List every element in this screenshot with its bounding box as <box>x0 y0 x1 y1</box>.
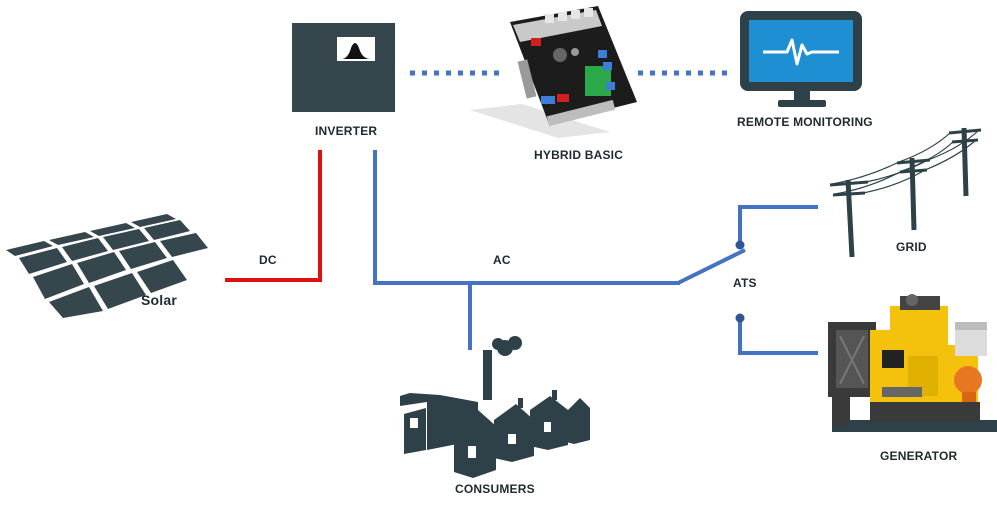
ats-switch <box>677 205 818 355</box>
ac-line <box>373 150 680 350</box>
consumers-label: CONSUMERS <box>455 482 535 496</box>
ac-label: AC <box>493 253 511 267</box>
inverter-label: INVERTER <box>315 124 378 138</box>
consumers-icon <box>400 336 590 478</box>
generator-label: GENERATOR <box>880 449 958 463</box>
hybrid-basic-board-icon <box>470 6 637 138</box>
solar-panel-icon <box>6 214 208 318</box>
monitor-icon <box>740 11 862 107</box>
power-grid-icon <box>829 127 982 258</box>
inverter-icon <box>292 23 395 112</box>
generator-icon <box>828 294 997 432</box>
dc-label: DC <box>259 253 277 267</box>
ats-label: ATS <box>733 276 757 290</box>
dc-line <box>225 150 322 282</box>
remote-monitoring-label: REMOTE MONITORING <box>737 115 873 129</box>
grid-label: GRID <box>896 240 927 254</box>
solar-label: Solar <box>141 292 178 308</box>
hybrid-basic-label: HYBRID BASIC <box>534 148 624 162</box>
